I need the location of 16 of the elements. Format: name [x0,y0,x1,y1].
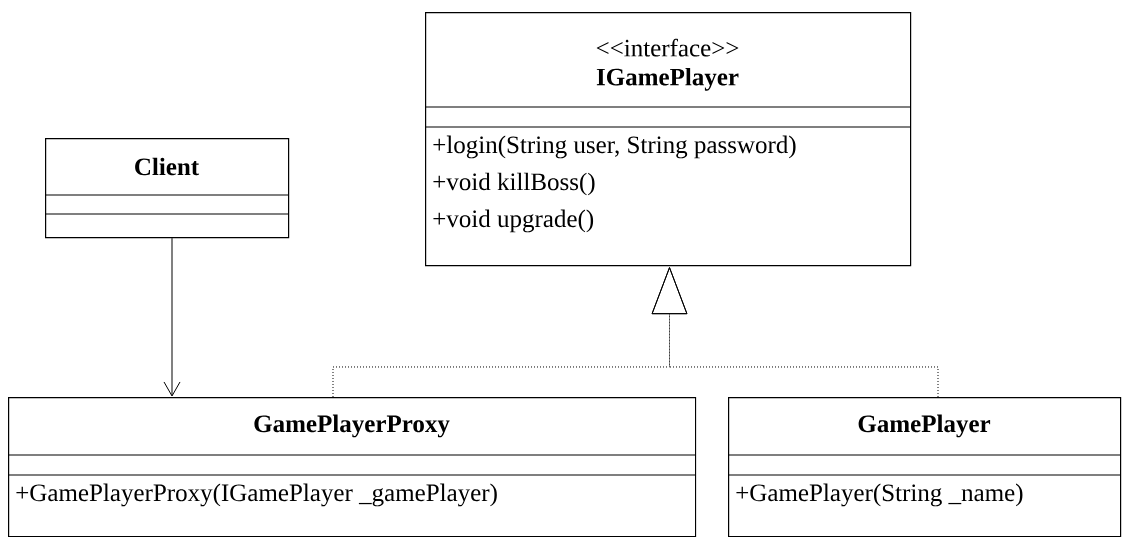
method-text: +void upgrade() [433,209,594,233]
stereotype-label: <<interface>> [596,38,739,57]
class-box [7,397,697,537]
method-text: +GamePlayer(String _name) [736,483,1023,507]
class-box [727,397,1122,537]
class-name: Client [135,157,200,176]
association-arrow [163,237,181,397]
method-text: +void killBoss() [433,172,595,196]
class-name: IGamePlayer [596,67,739,91]
method-text: +GamePlayerProxy(IGamePlayer _gamePlayer) [16,483,497,507]
class-name: GamePlayerProxy [254,414,450,438]
class-name: GamePlayer [858,414,991,438]
class-box [424,12,912,267]
method-text: +login(String user, String password) [433,135,796,159]
realization-arrow [651,267,939,398]
class-box [44,138,290,239]
